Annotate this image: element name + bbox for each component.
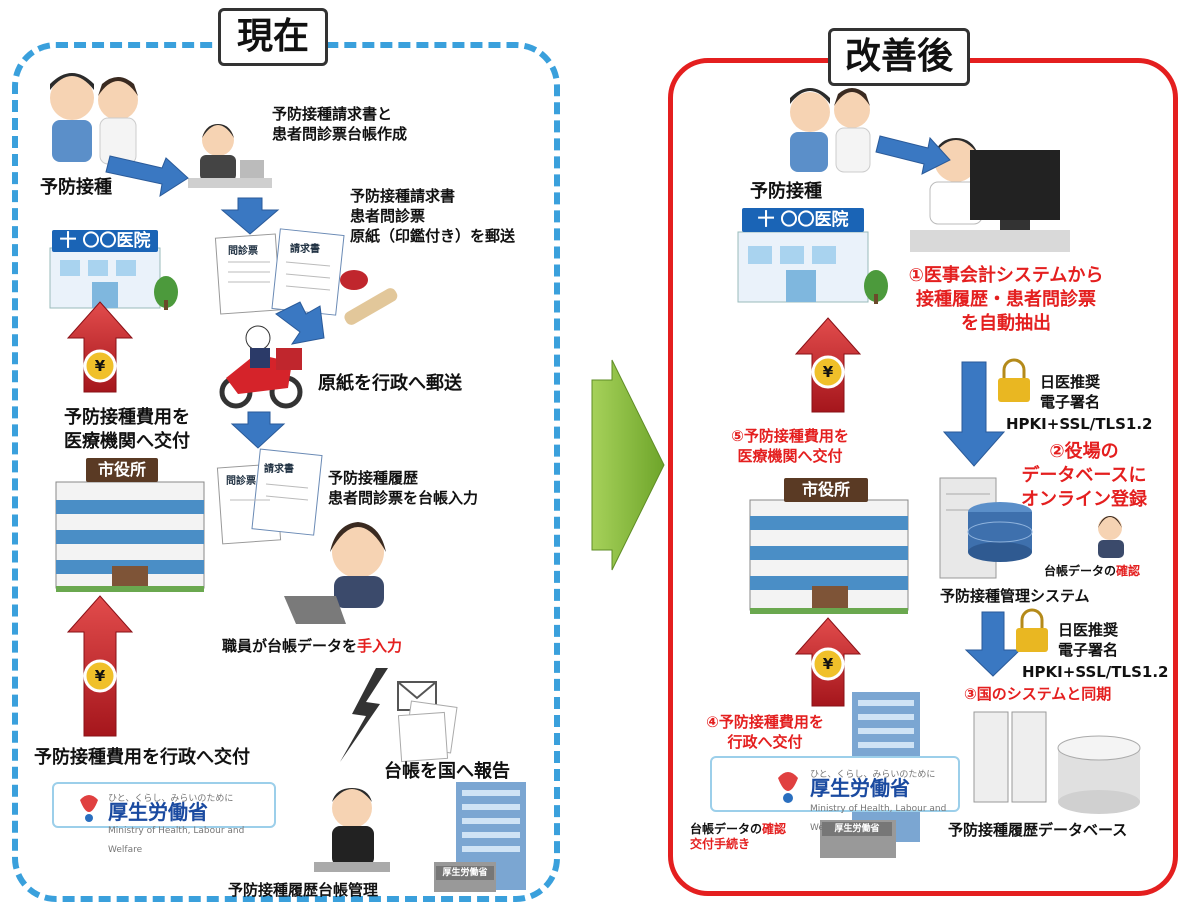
step-create-label: 予防接種請求書と患者問診票台帳作成 <box>272 105 408 143</box>
step-input-label: 予防接種履歴患者問診票を台帳入力 <box>328 469 479 507</box>
server-db-illustration <box>939 477 1033 579</box>
patient-nurse-illustration-right <box>790 88 871 173</box>
lightning-envelope-illustration <box>340 668 458 763</box>
vaccination-label-right: 予防接種 <box>750 181 822 202</box>
mhlw-logo-left: ひと、くらし、みらいのために 厚生労働省 Ministry of Health,… <box>52 782 276 855</box>
vaccination-label-left: 予防接種 <box>40 177 112 198</box>
step-mail-admin-label: 原紙を行政へ郵送 <box>318 373 462 394</box>
city-sign-right: 市役所 <box>784 478 868 502</box>
ledger-mgmt-label: 予防接種履歴台帳管理 <box>228 881 379 899</box>
pay-admin-label-left: 予防接種費用を行政へ交付 <box>34 747 250 768</box>
mhlw-logo-right: ひと、くらし、みらいのために 厚生労働省 Ministry of Health,… <box>710 756 960 833</box>
doc-monshinhyo-label: 問診票 <box>228 246 258 257</box>
doc-seikyusho-label-2: 請求書 <box>264 464 294 475</box>
clinic-sign-left: 十 〇〇医院 <box>52 230 158 252</box>
improved-title: 改善後 <box>828 28 970 86</box>
ledger-check-label: 台帳データの確認 <box>1044 564 1141 578</box>
doctor-computer-illustration <box>910 138 1070 252</box>
city-hall-building-right <box>749 499 909 614</box>
padlock-icon <box>998 358 1030 402</box>
step-mail-docs-label: 予防接種請求書患者問診票原紙（印鑑付き）を郵送 <box>350 187 516 245</box>
patient-nurse-illustration-left <box>50 73 138 165</box>
national-db-illustration <box>973 711 1141 814</box>
pay-clinic-label-left: 予防接種費用を医療機関へ交付 <box>64 407 190 452</box>
step4-label: ④予防接種費用を行政へ交付 <box>706 713 824 751</box>
process-arrow-4 <box>230 411 286 449</box>
process-arrow-right-1 <box>875 135 951 175</box>
clinic-sign-right: 十 〇〇医院 <box>742 208 864 232</box>
signature-label-1: 日医推奨電子署名 <box>1040 373 1101 411</box>
clinic-building-right <box>737 231 888 304</box>
transition-arrow <box>591 359 665 571</box>
mgmt-system-label: 予防接種管理システム <box>940 587 1090 605</box>
step1-label: ①医事会計システムから接種履歴・患者問診票を自動抽出 <box>908 265 1104 334</box>
process-arrow-3 <box>275 301 325 345</box>
protocol-label-1: HPKI+SSL/TLS1.2 <box>1006 415 1153 433</box>
protocol-label-2: HPKI+SSL/TLS1.2 <box>1022 663 1169 681</box>
process-arrow-2 <box>220 197 280 235</box>
documents-illustration-left-2 <box>216 448 323 545</box>
receptionist-illustration <box>188 124 272 188</box>
signature-label-2: 日医推奨電子署名 <box>1058 621 1119 659</box>
yen-symbol-right-bottom: ¥ <box>822 655 834 673</box>
mhlw-building-sign-right: 厚生労働省 <box>822 822 892 836</box>
current-title: 現在 <box>218 8 328 66</box>
clerk-laptop-illustration <box>284 522 386 624</box>
mhlw-emblem-icon <box>80 795 98 822</box>
motorbike-courier-illustration <box>219 325 303 409</box>
step3-label: ③国のシステムと同期 <box>964 685 1112 703</box>
documents-illustration-left <box>214 228 398 325</box>
staff-illustration-right <box>1098 516 1124 558</box>
doc-monshinhyo-label-2: 問診票 <box>226 476 256 487</box>
city-sign-left: 市役所 <box>86 458 158 482</box>
process-arrow-right-3 <box>964 611 1022 677</box>
mhlw-emblem-icon <box>778 772 798 803</box>
history-db-label: 予防接種履歴データベース <box>948 821 1128 839</box>
city-hall-building-left <box>55 481 205 592</box>
step2-label: ②役場のデータベースにオンライン登録 <box>1021 441 1147 510</box>
yen-symbol-left-bottom: ¥ <box>94 667 106 685</box>
ledger-confirm-label: 台帳データの確認 交付手続き <box>690 822 787 851</box>
yen-symbol-left-top: ¥ <box>94 357 106 375</box>
doc-seikyusho-label: 請求書 <box>290 244 320 255</box>
official-illustration-left <box>314 788 390 872</box>
manual-input-label: 職員が台帳データを手入力 <box>222 637 403 655</box>
yen-symbol-right-top: ¥ <box>822 363 834 381</box>
process-arrow-right-2 <box>942 361 1006 467</box>
yen-coins-left <box>83 349 117 693</box>
yen-coins-right <box>811 355 845 681</box>
clinic-building-left <box>49 247 178 310</box>
padlock-icon <box>1016 608 1048 652</box>
report-label: 台帳を国へ報告 <box>384 761 510 782</box>
process-arrow-1 <box>105 155 189 198</box>
step5-label: ⑤予防接種費用を医療機関へ交付 <box>731 427 849 465</box>
mhlw-building-sign-left: 厚生労働省 <box>436 866 494 880</box>
